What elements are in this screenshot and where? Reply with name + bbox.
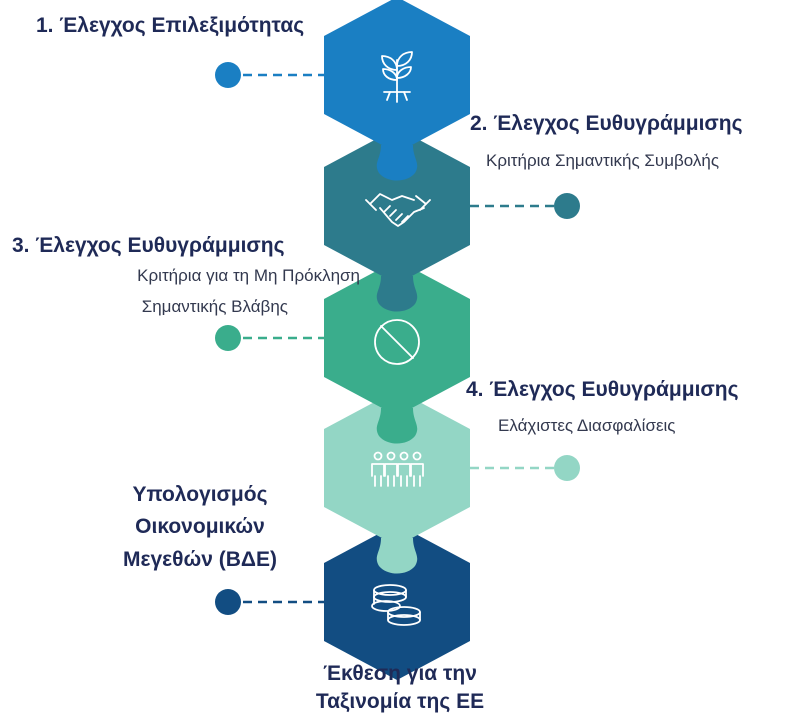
step-4-dot [554,455,580,481]
step-4-title: 4. Έλεγχος Ευθυγράμμισης [466,378,739,401]
step-5-dot [215,589,241,615]
step-2-title: 2. Έλεγχος Ευθυγράμμισης [470,112,743,135]
step-3-subtitle-line1: Κριτήρια για τη Μη Πρόκληση [137,266,360,285]
step-1-dot [215,62,241,88]
step-2-dot [554,193,580,219]
step-3-dot [215,325,241,351]
step-3-title: 3. Έλεγχος Ευθυγράμμισης [12,234,285,257]
people-icon [371,451,424,487]
prohibited-icon [374,319,420,365]
connector-2 [470,193,580,219]
step-3-subtitle-line2: Σημαντικής Βλάβης [141,297,288,316]
step-5-title-line3: Μεγεθών (ΒΔΕ) [123,548,277,571]
puzzle-tab-3 [376,408,418,444]
connector-3 [215,325,325,351]
step-2-subtitle: Κριτήρια Σημαντικής Συμβολής [486,151,720,170]
footer-line1: Έκθεση για την [323,662,477,685]
hexagon-step-2 [324,128,470,284]
connector-1 [215,62,325,88]
step-1-title: 1. Έλεγχος Επιλεξιμότητας [36,14,305,37]
connector-5 [215,589,325,615]
sprout-icon [381,51,413,103]
step-5-title-line1: Υπολογισμός [132,483,268,506]
footer-line2: Ταξινομία της ΕΕ [315,690,485,713]
puzzle-tab-4 [376,538,418,574]
step-5-title-line2: Οικονομικών [135,515,265,538]
step-4-subtitle: Ελάχιστες Διασφαλίσεις [498,416,676,435]
handshake-icon [365,193,431,227]
puzzle-tab-1 [376,145,418,181]
hexagon-step-3 [324,260,470,416]
puzzle-tab-2 [376,276,418,312]
coins-icon [371,584,421,626]
connector-4 [470,455,580,481]
